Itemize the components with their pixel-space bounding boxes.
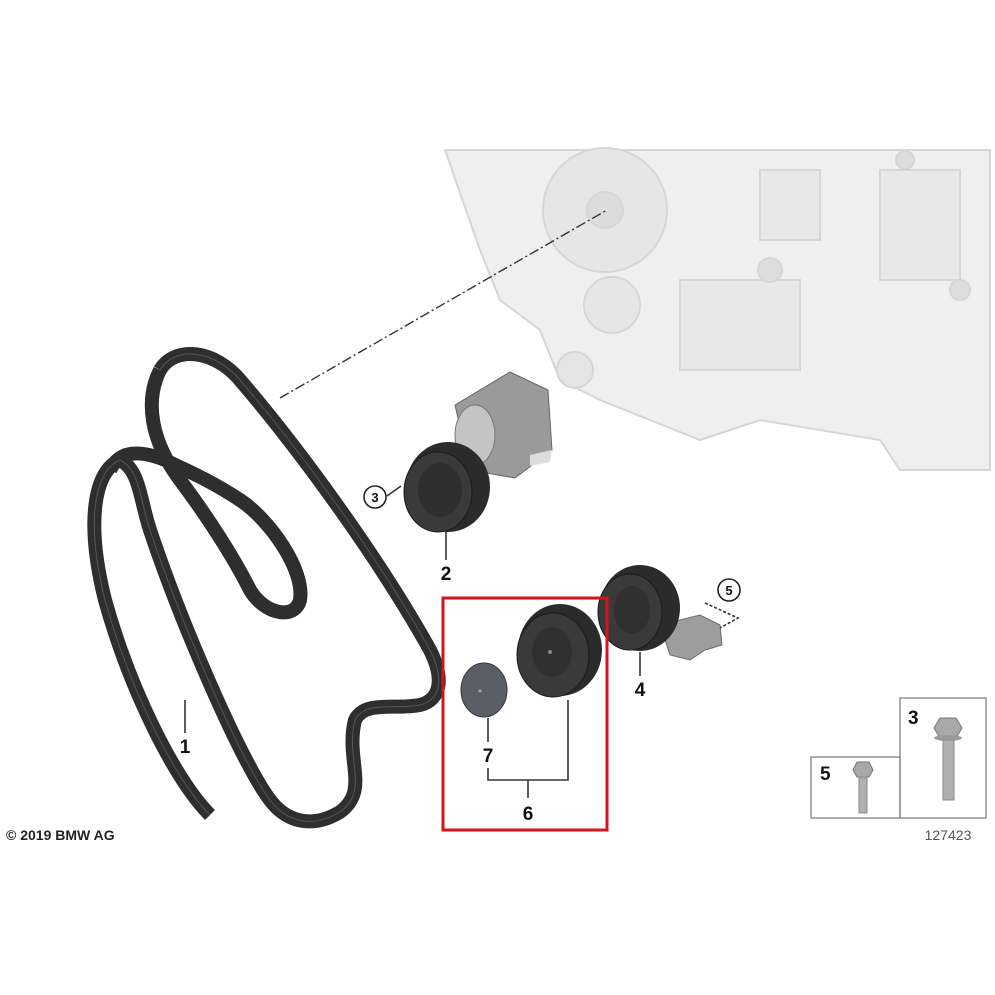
idler-pulley-with-arm (597, 565, 723, 661)
callout-3-circle (363, 485, 387, 509)
hardware-table: 3 5 (810, 697, 987, 819)
hardware-label-3: 3 (908, 708, 919, 729)
callout-6: 6 (523, 804, 534, 825)
callout-5-circle (717, 578, 741, 602)
copyright-notice: © 2019 BMW AG (6, 827, 115, 843)
highlight-box (441, 596, 609, 832)
callout-4: 4 (635, 680, 646, 701)
diagram-number: 127423 (925, 827, 972, 843)
callout-7: 7 (483, 746, 494, 767)
callout-1: 1 (180, 737, 191, 758)
engine-block (443, 147, 991, 471)
idler-pulley (516, 604, 602, 698)
tensioner-pulley (403, 442, 490, 533)
hardware-label-5: 5 (820, 764, 831, 785)
bolt-3-image (933, 717, 963, 801)
callout-3: 3 (371, 490, 378, 505)
bolt-5-image (852, 761, 874, 814)
belt-tensioner-housing (454, 371, 553, 479)
assembly-axis-line (279, 209, 608, 399)
callout-2: 2 (441, 564, 452, 585)
drive-belt (87, 347, 446, 829)
callout-5: 5 (725, 583, 732, 598)
pulley-dust-cap (460, 662, 508, 718)
